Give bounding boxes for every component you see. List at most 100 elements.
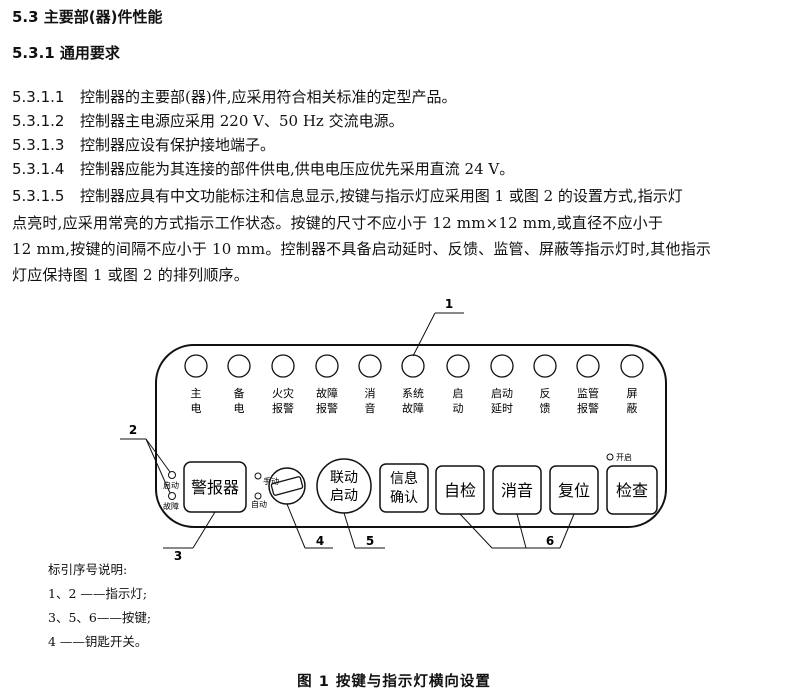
lamp-start — [446, 354, 470, 378]
callout-3-leader — [192, 511, 216, 549]
callout-4-leader — [286, 503, 306, 549]
lamp-main-power — [184, 354, 208, 378]
clause-number: 5.3.1.2 — [12, 112, 65, 130]
lamp-label: 启 — [453, 387, 464, 400]
lamp-system-fault — [401, 354, 425, 378]
lamp-label: 电 — [191, 402, 202, 415]
lamp-label: 蔽 — [627, 402, 638, 415]
clause-text: 控制器应能为其连接的部件供电,供电电压应优先采用直流 24 V。 — [80, 160, 515, 178]
self-test-label: 自检 — [444, 481, 476, 500]
lamp-label: 馈 — [540, 402, 551, 415]
lamp-label: 报警 — [316, 401, 338, 415]
lamp-label: 报警 — [272, 401, 294, 415]
lamp-label: 启动 — [491, 387, 513, 400]
legend-title: 标引序号说明: — [48, 562, 128, 577]
clause-number: 5.3.1.1 — [12, 88, 65, 106]
section-title: 5.3 主要部(器)件性能 — [12, 8, 163, 26]
manual-indicator — [254, 472, 262, 480]
lamp-backup-power — [227, 354, 251, 378]
lamp-label: 报警 — [577, 401, 599, 415]
lamp-fire-alarm — [271, 354, 295, 378]
linkage-start-label: 启动 — [330, 488, 358, 504]
clause-number: 5.3.1.3 — [12, 136, 65, 154]
check-label: 检查 — [616, 481, 648, 500]
callout-2-leader — [145, 438, 171, 494]
reset-label: 复位 — [558, 481, 590, 500]
legend-item: 4 ——钥匙开关。 — [48, 634, 148, 649]
clause-3: 5.3.1.3 控制器应设有保护接地端子。 — [12, 133, 275, 157]
mini-lamp-start-label: 启动 — [163, 480, 179, 490]
lamp-label: 火灾 — [272, 386, 294, 400]
clause-number: 5.3.1.5 — [12, 187, 65, 205]
lamp-label: 故障 — [402, 401, 424, 415]
callout-3: 3 — [174, 549, 182, 563]
clause-text: 控制器应具有中文功能标注和信息显示,按键与指示灯应采用图 1 或图 2 的设置方… — [80, 187, 683, 205]
lamp-labels: 主 电 备 电 火灾 报警 故障 报警 消 音 系统 故障 启 动 启动 延时 … — [191, 386, 638, 415]
legend-item: 3、5、6——按键; — [48, 610, 152, 625]
key-slot-icon — [270, 476, 304, 496]
lamp-label: 故障 — [316, 386, 338, 400]
check-start-indicator — [606, 453, 614, 461]
info-confirm-button[interactable] — [379, 463, 429, 513]
lamp-label: 消 — [365, 386, 376, 400]
lamp-shield — [620, 354, 644, 378]
lamp-fault-alarm — [315, 354, 339, 378]
lamp-start-delay — [490, 354, 514, 378]
callout-6: 6 — [546, 534, 554, 548]
lamp-label: 动 — [453, 402, 464, 415]
clause-2: 5.3.1.2 控制器主电源应采用 220 V、50 Hz 交流电源。 — [12, 109, 404, 133]
lamp-supervision — [576, 354, 600, 378]
indicator-lamps — [184, 354, 644, 378]
auto-indicator — [254, 492, 262, 500]
key-switch[interactable] — [268, 467, 306, 505]
manual-label: 手动 — [263, 476, 279, 486]
callout-1-leader — [412, 312, 436, 357]
callout-4: 4 — [316, 534, 324, 548]
clause-5-line-4: 灯应保持图 1 或图 2 的排列顺序。 — [12, 266, 249, 284]
legend-item: 1、2 ——指示灯; — [48, 586, 148, 601]
figure-caption: 图 1 按键与指示灯横向设置 — [297, 674, 491, 690]
clause-text: 控制器的主要部(器)件,应采用符合相关标准的定型产品。 — [80, 88, 457, 106]
lamp-label: 主 — [191, 387, 202, 400]
info-confirm-label: 确认 — [390, 490, 418, 506]
clause-1: 5.3.1.1 控制器的主要部(器)件,应采用符合相关标准的定型产品。 — [12, 85, 456, 109]
clause-5-line-2: 点亮时,应采用常亮的方式指示工作状态。按键的尺寸不应小于 12 mm×12 mm… — [12, 214, 664, 232]
clause-5-line-3: 12 mm,按键的间隔不应小于 10 mm。控制器不具备启动延时、反馈、监管、屏… — [12, 240, 712, 258]
callout-2-leader — [145, 438, 171, 473]
check-start-label: 开启 — [616, 452, 632, 462]
lamp-label: 屏 — [627, 387, 638, 400]
check-button[interactable] — [606, 465, 658, 515]
callout-6-leader — [516, 513, 527, 549]
lamp-label: 电 — [234, 402, 245, 415]
callout-2: 2 — [129, 423, 137, 437]
info-confirm-label: 信息 — [390, 470, 418, 487]
clause-4: 5.3.1.4 控制器应能为其连接的部件供电,供电电压应优先采用直流 24 V。 — [12, 157, 514, 181]
callout-6-leader — [459, 513, 493, 549]
linkage-start-button[interactable] — [316, 458, 372, 514]
callout-1: 1 — [445, 297, 453, 311]
subsection-title: 5.3.1 通用要求 — [12, 44, 120, 62]
lamp-label: 反 — [540, 387, 551, 400]
lamp-label: 监管 — [577, 386, 599, 400]
lamp-label: 备 — [234, 386, 245, 400]
panel-outline — [155, 344, 667, 528]
clause-number: 5.3.1.4 — [12, 160, 65, 178]
mute-label: 消音 — [501, 481, 533, 500]
mini-lamp-fault-label: 故障 — [163, 501, 179, 511]
linkage-start-label: 联动 — [330, 470, 358, 486]
lamp-label: 延时 — [491, 402, 513, 415]
lamp-label: 音 — [365, 401, 376, 415]
callout-6-leader — [559, 513, 575, 549]
mini-lamp-start — [168, 471, 176, 479]
callout-5-leader — [343, 512, 356, 549]
clause-text: 控制器主电源应采用 220 V、50 Hz 交流电源。 — [80, 112, 404, 130]
lamp-feedback — [533, 354, 557, 378]
lamp-label: 系统 — [402, 387, 424, 400]
alarm-button[interactable] — [183, 461, 247, 513]
mini-lamp-fault — [168, 492, 176, 500]
callout-5: 5 — [366, 534, 374, 548]
clause-5: 5.3.1.5 控制器应具有中文功能标注和信息显示,按键与指示灯应采用图 1 或图… — [12, 184, 683, 208]
clause-text: 控制器应设有保护接地端子。 — [80, 136, 276, 154]
alarm-button-label: 警报器 — [191, 478, 239, 497]
